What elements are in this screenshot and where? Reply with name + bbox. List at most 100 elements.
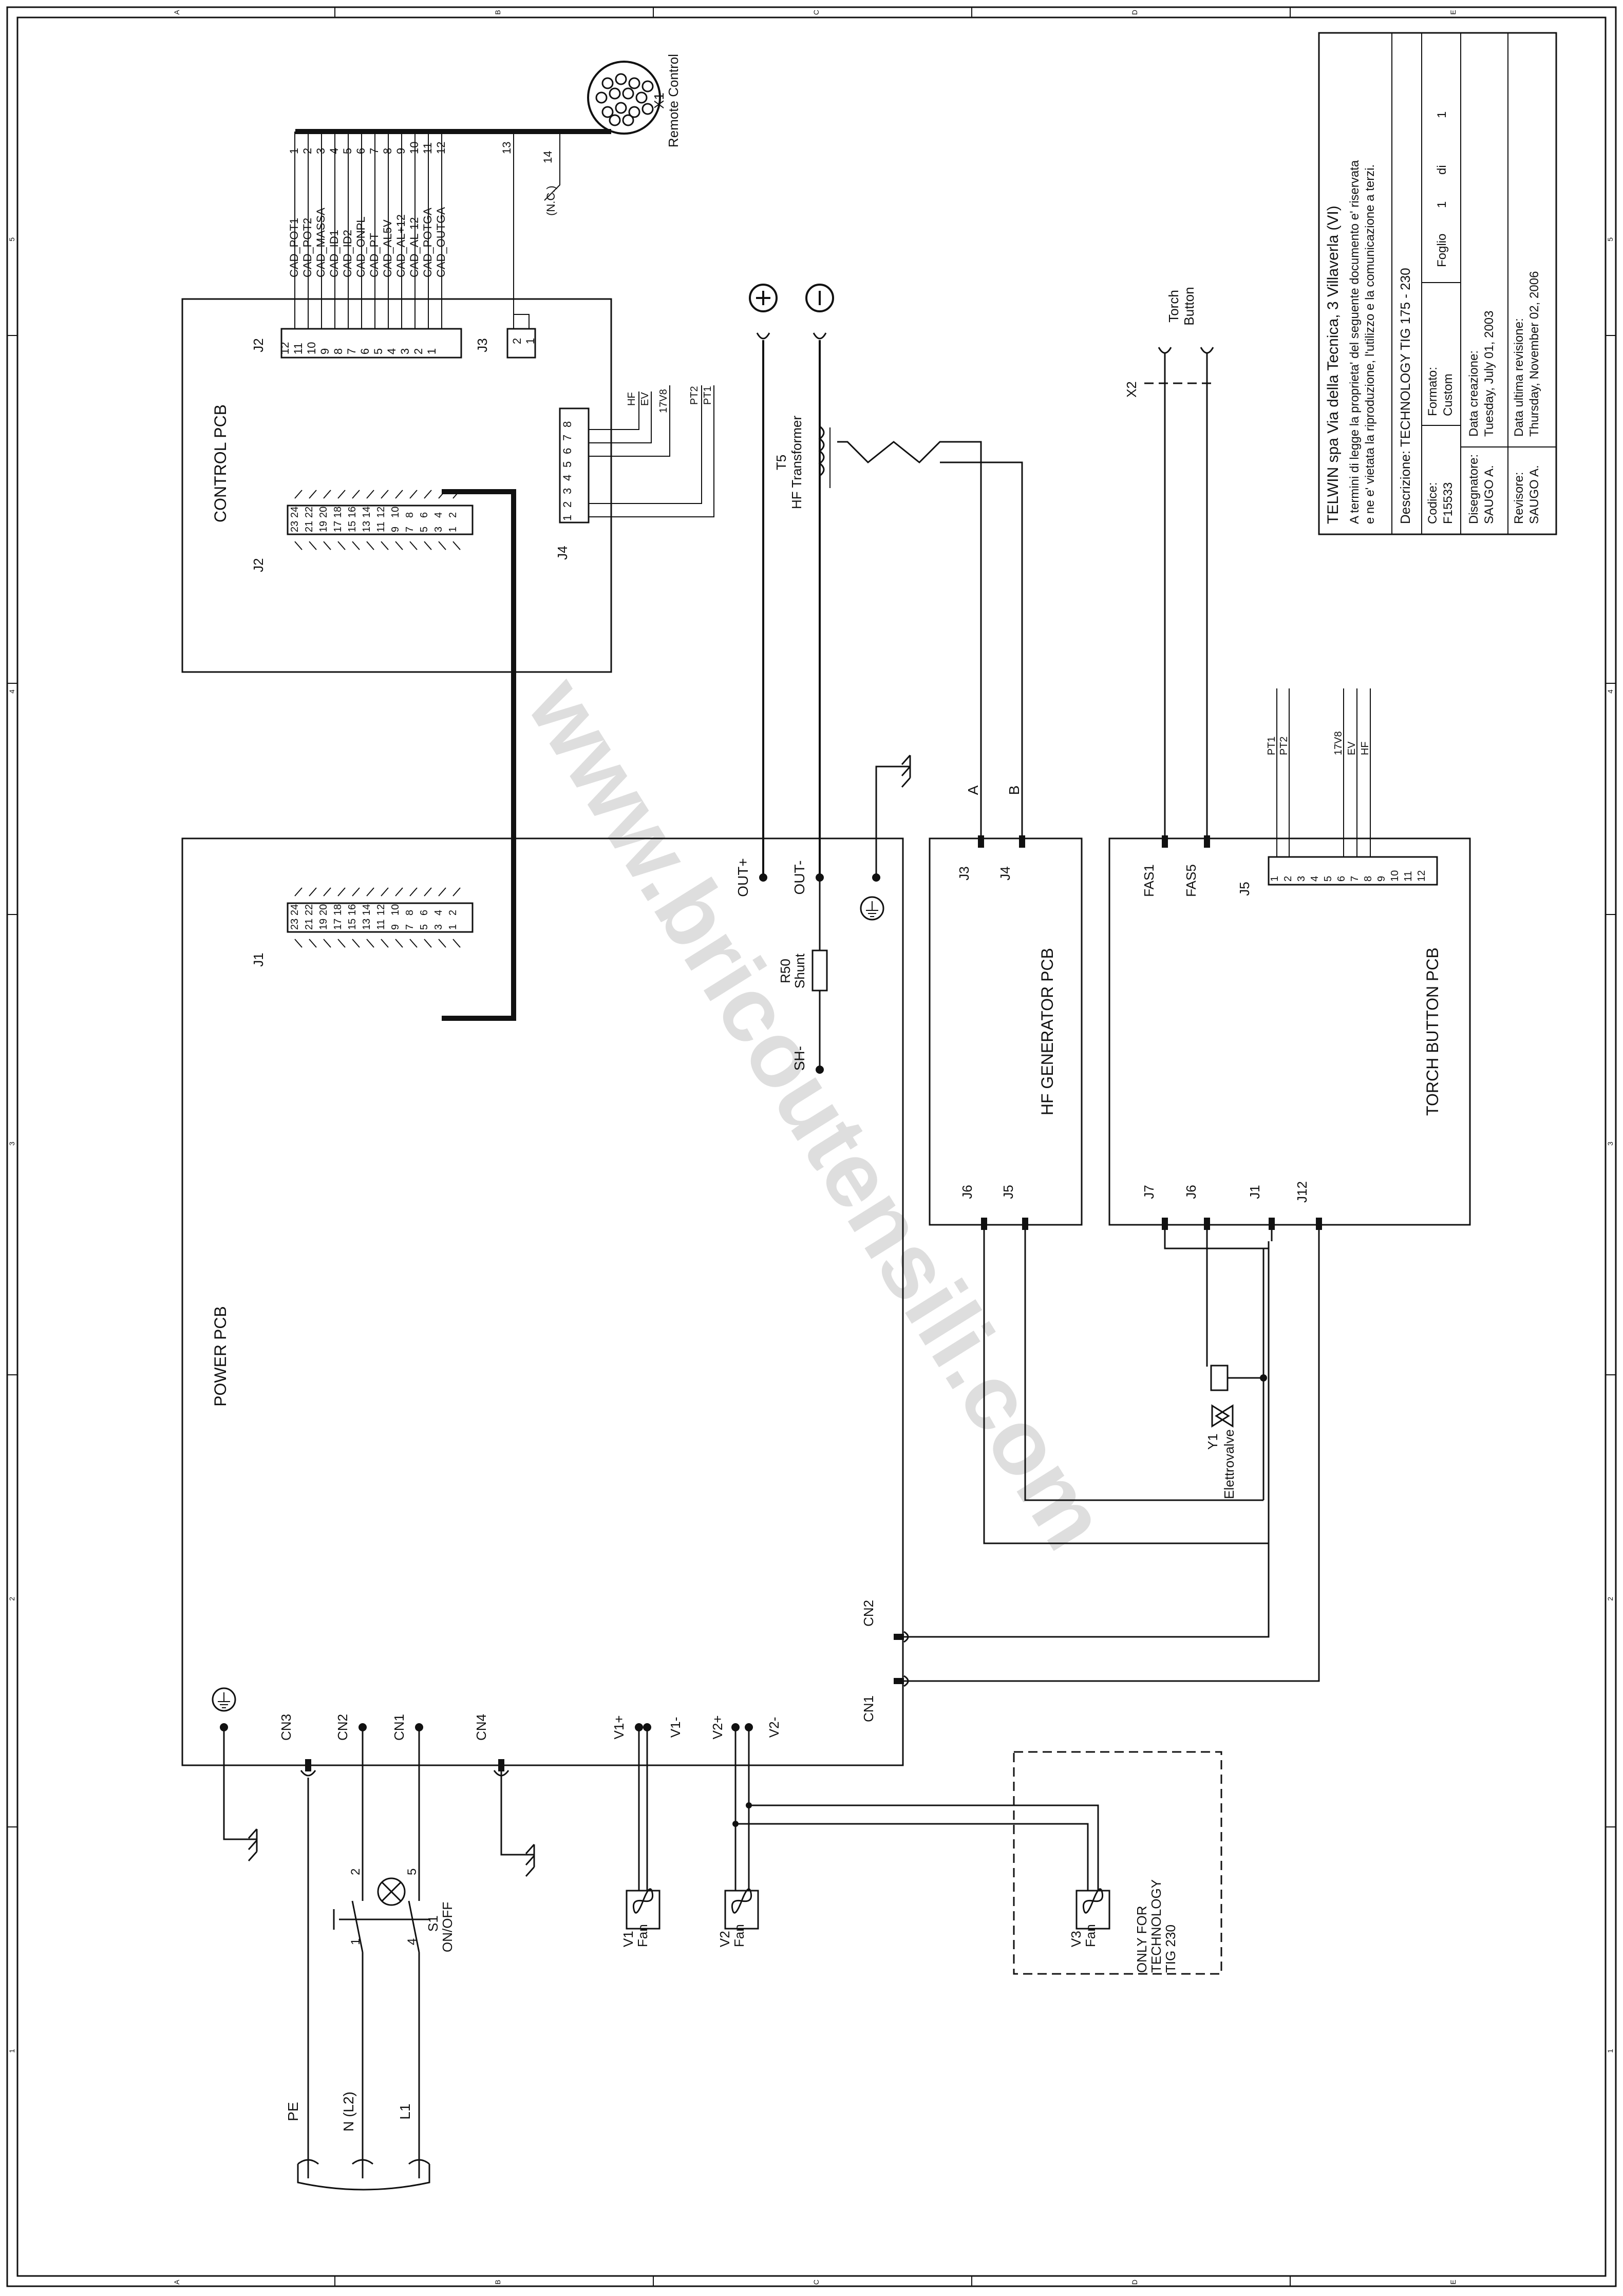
control-flat-pin-17: 17 [332, 521, 344, 532]
formato-value: Custom [1441, 374, 1455, 416]
zone-number-2-left: 2 [8, 1597, 16, 1601]
power-flat-pin-12: 12 [375, 904, 387, 916]
power-flat-pin-8: 8 [404, 910, 416, 916]
control-flat-pin-21: 21 [304, 521, 315, 532]
torch-j5-pin-7: 7 [1349, 876, 1361, 882]
control-flat-pin-3: 3 [433, 527, 444, 532]
cn1-plug [903, 1675, 909, 1687]
s1-lamp-cross [381, 1881, 402, 1902]
v3-ref: V3 [1068, 1931, 1084, 1947]
v1-minus-label: V1- [668, 1717, 683, 1738]
v3-fan-icon [1075, 1888, 1110, 1930]
control-j2-pin-6: 6 [358, 348, 371, 354]
zone-letter-b-bottom: B [494, 2280, 502, 2284]
hf-generator-label: HF GENERATOR PCB [1038, 948, 1056, 1115]
zone-ticks [7, 7, 1616, 2286]
torch-fas1-label: FAS1 [1141, 864, 1157, 897]
title-company: TELWIN spa Via della Tecnica, 3 Villaver… [1325, 206, 1342, 524]
zone-letter-c-top: C [812, 10, 820, 15]
power-flat-lead [352, 887, 360, 948]
control-j2-pin-2: 2 [412, 348, 425, 354]
remote-wire-label-1: CAD_POT1 [288, 218, 300, 277]
torch-j5-pin-6: 6 [1336, 876, 1347, 882]
torch-j1-label: J1 [1247, 1185, 1262, 1199]
hf-wire-a [960, 441, 982, 838]
torch-j5-label: J5 [1237, 882, 1252, 895]
power-j1-label: J1 [251, 953, 266, 966]
hf-j5-label: J5 [1001, 1185, 1016, 1199]
power-flat-lead [452, 887, 461, 948]
y1-coil [1210, 1365, 1229, 1391]
remote-wire-label-4: CAD_ID1 [328, 230, 341, 277]
hf-j4-label: J4 [997, 866, 1013, 880]
t5-ref: T5 [773, 455, 789, 470]
control-j3-pin-2: 2 [511, 338, 523, 344]
power-flat-pin-3: 3 [433, 924, 444, 930]
control-flat-lead [309, 490, 317, 550]
remote-pin [628, 77, 640, 89]
torch-fas1-plug [1162, 835, 1168, 848]
s1-ref: S1 [425, 1915, 441, 1932]
cn2-pin [894, 1634, 904, 1640]
j4-wire-pt1-label: PT1 [702, 386, 713, 405]
j4-wire-17v8 [589, 385, 670, 457]
remote-wire-14-num: 14 [541, 151, 554, 163]
control-j3-connector: J3 2 1 [475, 328, 537, 359]
remote-pin [615, 73, 627, 85]
control-pcb-label: CONTROL PCB [211, 404, 230, 522]
revisore-value: SAUGO A. [1527, 465, 1541, 524]
data-revisione-label: Data ultima revisione: [1512, 318, 1526, 437]
cn4-pin [498, 1759, 504, 1771]
zone-letter-d-bottom: D [1130, 2280, 1139, 2285]
v1-wires [638, 1727, 648, 1891]
s1-pin-1: 1 [349, 1938, 363, 1945]
control-j2-pin-12: 12 [278, 342, 291, 354]
y1-name: Elettrovalve [1221, 1429, 1237, 1499]
remote-pin [601, 106, 614, 118]
remote-ref: X1 [651, 92, 667, 109]
remote-wire-num-7: 7 [368, 148, 381, 154]
control-flat-lead [409, 490, 418, 550]
zone-letter-a-bottom: A [173, 2280, 181, 2285]
remote-pin [609, 114, 621, 126]
power-flat-pin-14: 14 [361, 904, 372, 916]
s1-pin-5: 5 [405, 1869, 419, 1875]
power-flat-lead [366, 887, 374, 948]
hf-b-label: B [1006, 786, 1022, 795]
control-j4-pin-5: 5 [561, 461, 574, 468]
remote-wire-label-10: CAD_AL-12 [408, 217, 421, 277]
remote-pin [641, 103, 654, 115]
remote-wire-label-2: CAD_POT2 [301, 218, 314, 277]
torch-j5-connector [1268, 856, 1438, 886]
power-flat-pin-2: 2 [447, 910, 459, 916]
control-flat-pin-10: 10 [390, 507, 401, 518]
power-earth-top-icon [212, 1687, 236, 1712]
zone-number-5-left: 5 [8, 237, 16, 241]
remote-wire-num-8: 8 [381, 148, 394, 154]
y1-ref: Y1 [1205, 1433, 1220, 1450]
hf-j6-plug [981, 1218, 987, 1230]
v2-plus-label: V2+ [710, 1715, 725, 1740]
remote-control-pins [595, 73, 654, 126]
control-flat-pin-24: 24 [289, 507, 300, 518]
torch-j5-wire-label-17v8: 17V8 [1333, 731, 1344, 755]
cn4-chassis-icon [525, 1844, 535, 1877]
y1-valve-icon [1211, 1404, 1234, 1428]
power-flat-lead [323, 887, 331, 948]
control-j4-pin-1: 1 [561, 515, 574, 521]
control-flat-j2-label: J2 [251, 558, 266, 572]
power-flat-body [287, 902, 474, 933]
remote-wire-num-9: 9 [394, 148, 407, 154]
power-chassis-ground-icon [901, 755, 911, 788]
sh-minus-label: SH- [791, 1046, 807, 1071]
zone-number-4-left: 4 [8, 689, 16, 694]
cn3-label: CN3 [278, 1714, 294, 1741]
t5-transformer-icon [818, 425, 960, 488]
torch-j7-plug [1162, 1218, 1168, 1230]
j4-wire-pt2 [589, 385, 702, 504]
torch-x2-label: X2 [1124, 381, 1139, 398]
torch-j5-pin-2: 2 [1282, 876, 1294, 882]
title-notice-2: e ne e' vietata la riproduzione, l'utili… [1363, 164, 1377, 524]
